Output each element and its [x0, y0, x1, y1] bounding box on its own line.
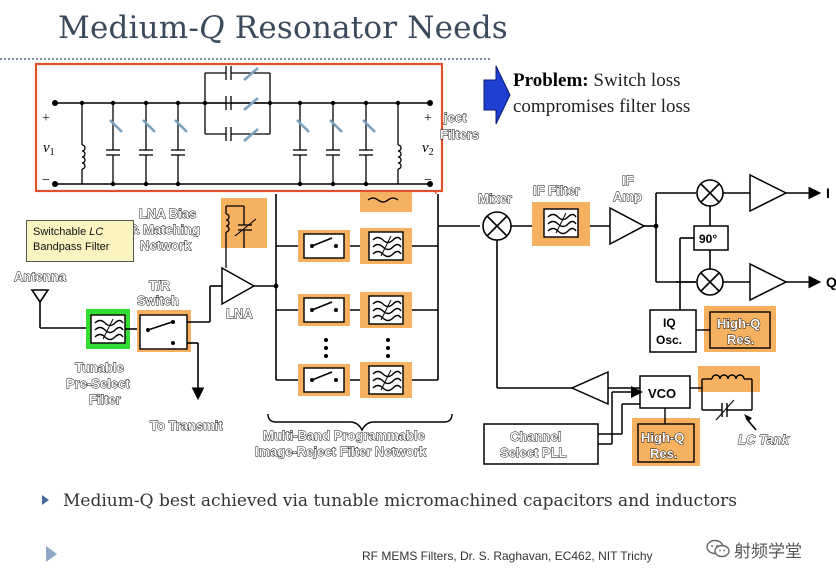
v1-label: v1: [43, 140, 55, 158]
shunt-switches-left: [109, 119, 188, 133]
plus-right: +: [424, 111, 432, 126]
shunt-cap-bank-left: [106, 103, 185, 184]
iq-highq-label-1: High-Q: [717, 316, 760, 331]
problem-statement: Problem: Switch loss compromises filter …: [513, 68, 690, 120]
tr-switch-label-1: T/R: [149, 278, 171, 293]
q-output-label: Q: [826, 274, 836, 290]
title-underline: [0, 58, 490, 61]
lna-bias-label-2: & Matching: [130, 222, 200, 237]
watermark: 射频学堂: [706, 538, 802, 562]
iq-osc-label-2: Osc.: [656, 333, 682, 347]
bullet-text: Medium-Q best achieved via tunable micro…: [63, 491, 737, 511]
multiband-label-2: Image-Reject Filter Network: [255, 444, 427, 459]
shunt-cap-bank-right: [293, 103, 373, 184]
preselect-filter-icon: [90, 314, 126, 344]
iq-osc-box: [649, 309, 697, 353]
preselect-label-3: Filter: [89, 392, 121, 407]
antenna-icon: [30, 289, 88, 329]
i-output-label: I: [826, 185, 830, 201]
watermark-text: 射频学堂: [734, 541, 802, 562]
minus-right: −: [424, 173, 432, 188]
preselect-label-1: Tunable: [75, 360, 124, 375]
lna-bias-label-3: Network: [140, 238, 192, 253]
filter-bank-row-3: [276, 362, 438, 398]
iq-osc-label-1: IQ: [663, 316, 676, 330]
lc-tank-label: LC Tank: [738, 432, 790, 447]
filter-bank-ellipsis: [324, 338, 390, 358]
problem-line-1: Switch loss: [588, 70, 681, 91]
callout-lc: LC: [89, 226, 104, 238]
lc-filter-frame: [34, 62, 444, 193]
if-filter-icon: [543, 208, 579, 238]
output-inductor: [397, 103, 402, 184]
v2-label: v2: [422, 140, 434, 158]
channel-pll-label-2: Select PLL: [500, 445, 567, 460]
if-filter-label: IF Filter: [533, 183, 580, 198]
bullet-point: Medium-Q best achieved via tunable micro…: [42, 491, 737, 511]
vco-highq-label-1: High-Q: [641, 430, 684, 445]
tr-switch-label-2: Switch: [137, 293, 179, 308]
minus-left: −: [42, 173, 50, 188]
channel-pll-label-1: Channel: [510, 429, 561, 444]
vco-label: VCO: [648, 386, 676, 401]
lo-buffer-triangle: [570, 370, 609, 406]
wechat-icon: [706, 539, 730, 558]
lc-filter-detail: + − + − v1 v2: [34, 62, 444, 193]
bullet-triangle-icon: [42, 494, 49, 505]
problem-line-2: compromises filter loss: [513, 96, 691, 117]
filter-bank-row-1: [276, 228, 438, 264]
multiband-label-1: Multi-Band Programmable: [263, 428, 425, 443]
problem-arrow-icon: [483, 65, 511, 125]
if-amp-triangle: [609, 206, 646, 246]
lna-triangle: [221, 266, 256, 306]
reject-filters-label-line2: Filters: [440, 127, 479, 142]
vco-highq-label-2: Res.: [650, 446, 677, 461]
callout-line-2: Bandpass Filter: [33, 241, 110, 253]
shunt-switches-right: [296, 119, 376, 133]
if-amp-label-2: Amp: [613, 189, 642, 204]
lna-label: LNA: [226, 306, 253, 321]
iq-highq-label-2: Res.: [727, 332, 754, 347]
if-amp-label-1: IF: [622, 173, 634, 188]
plus-left: +: [42, 111, 50, 126]
callout-line-1: Switchable LC: [33, 226, 104, 238]
phase-shifter-label: 90°: [699, 232, 717, 246]
slide-title: Medium-Q Resonator Needs: [58, 10, 508, 46]
mixer-label: Mixer: [478, 191, 512, 206]
filter-bank-row-0: [360, 192, 412, 212]
series-switches: [243, 67, 259, 142]
filter-bank-brace: [267, 413, 453, 432]
iq-highq-highlight: [704, 306, 776, 352]
lna-bias-label-1: LNA Bias: [139, 206, 196, 221]
title-q: Q: [199, 10, 225, 46]
to-transmit-label: To Transmit: [150, 418, 223, 433]
problem-label: Problem:: [513, 70, 589, 91]
footer-triangle-icon: [46, 546, 57, 562]
antenna-label: Antenna: [14, 269, 67, 284]
filter-bank-row-2: [276, 292, 438, 328]
reject-filters-label-line1: ject: [443, 110, 467, 125]
vco-highq-highlight: [632, 418, 700, 466]
switchable-lc-callout: Switchable LC Bandpass Filter: [26, 220, 134, 262]
q-amp-triangle: [749, 262, 788, 302]
preselect-label-2: Pre-Select: [66, 376, 130, 391]
i-amp-triangle: [749, 173, 788, 213]
footer-credit: RF MEMS Filters, Dr. S. Raghavan, EC462,…: [362, 549, 653, 563]
input-inductor: [81, 103, 86, 184]
phase-shifter-box: [693, 225, 729, 251]
